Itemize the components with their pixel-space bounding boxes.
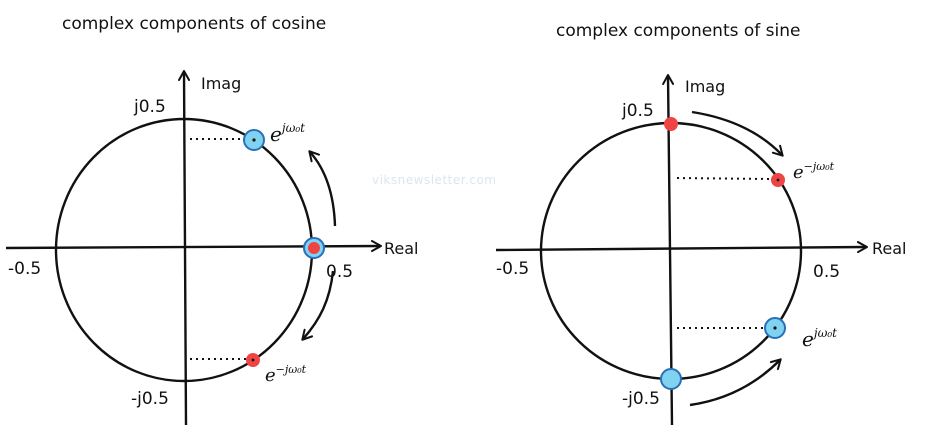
sine-rotation-arrow-cw — [691, 110, 784, 157]
sine-real-axis — [495, 241, 868, 254]
sine-imag-axis — [662, 74, 675, 426]
sine-title: complex components of sine — [556, 21, 800, 41]
cosine-imag-axis — [178, 70, 191, 426]
sine-phasor-negative-center — [776, 178, 780, 182]
cosine-title: complex components of cosine — [62, 14, 326, 34]
cosine-tick-right: 0.5 — [326, 262, 353, 282]
cosine-tick-top: j0.5 — [133, 97, 166, 117]
cosine-tick-left: -0.5 — [8, 259, 41, 279]
cosine-phasor-negative-center — [251, 358, 255, 362]
sine-projection-line-top — [676, 177, 771, 180]
sine-phasor-negative-label: e−jω₀t — [793, 160, 835, 183]
cosine-panel: complex components of cosine Real Imag j… — [5, 14, 419, 426]
sine-panel: complex components of sine Real Imag j0.… — [495, 21, 907, 426]
cosine-phasor-positive-center — [252, 138, 256, 142]
sine-rotation-arrow-ccw — [689, 358, 782, 407]
sine-phasor-bottom-blue — [660, 368, 682, 390]
sine-axis-imag-label: Imag — [685, 77, 725, 96]
sine-axis-real-label: Real — [872, 239, 907, 258]
sine-phasor-positive-label: ejω₀t — [802, 326, 837, 351]
cosine-tick-bottom: -j0.5 — [131, 389, 169, 409]
sine-tick-right: 0.5 — [813, 262, 840, 282]
cosine-rotation-arrow-ccw — [308, 150, 337, 227]
sine-phasor-positive-center — [773, 326, 777, 330]
cosine-phasor-real-axis-inner — [308, 242, 320, 254]
sine-tick-top: j0.5 — [621, 101, 654, 121]
cosine-rotation-arrow-cw — [301, 270, 335, 341]
cosine-axis-real-label: Real — [384, 239, 419, 258]
cosine-phasor-positive-label: ejω₀t — [270, 121, 305, 146]
sine-tick-bottom: -j0.5 — [622, 389, 660, 409]
sine-tick-left: -0.5 — [496, 259, 529, 279]
sine-phasor-top-red — [664, 117, 678, 131]
watermark: viksnewsletter.com — [372, 173, 496, 187]
cosine-axis-imag-label: Imag — [201, 74, 241, 93]
cosine-phasor-negative-label: e−jω₀t — [265, 363, 307, 386]
